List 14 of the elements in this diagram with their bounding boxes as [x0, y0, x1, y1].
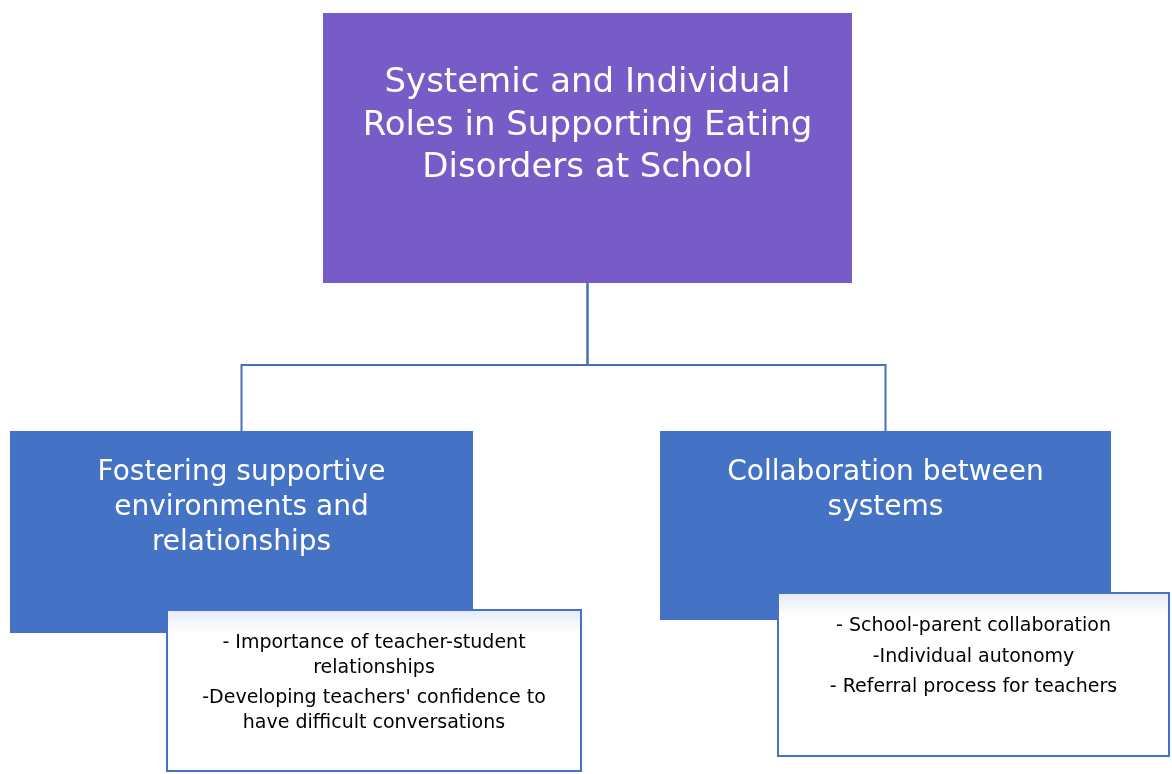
box-label: Collaboration between systems	[726, 453, 1045, 523]
theme-box	[660, 431, 1111, 592]
box-label: Fostering supportive environments and relationships	[96, 453, 387, 558]
subtheme-text: -Developing teachers' confidence to have difficult conversations	[201, 684, 547, 734]
subtheme-text: - School-parent collaboration	[836, 612, 1111, 637]
box-label: Systemic and Individual Roles in Supporting Eating Disorders at School	[361, 59, 814, 187]
subtheme-text: -Individual autonomy	[872, 642, 1075, 668]
subtheme-box	[777, 592, 1170, 757]
theme-box	[10, 431, 473, 609]
title-box	[323, 13, 852, 283]
subtheme-text: - Importance of teacher-student relationships	[221, 629, 527, 679]
connector-line	[586, 282, 887, 432]
subtheme-box	[166, 609, 582, 772]
subtheme-text: - Referral process for teachers	[829, 673, 1118, 699]
